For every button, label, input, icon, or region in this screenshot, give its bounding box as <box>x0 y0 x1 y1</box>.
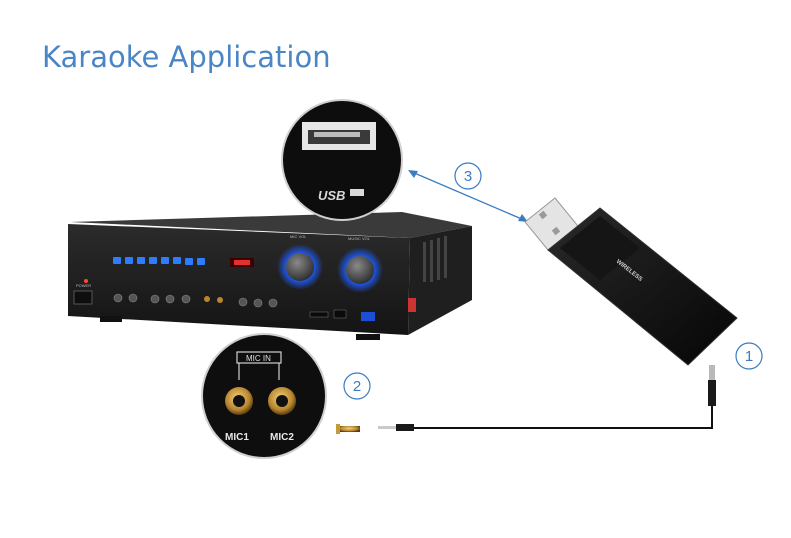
power-label: POWER <box>76 283 91 288</box>
step-3: 3 <box>454 162 482 190</box>
music-vol-label: MUSIC VOL <box>348 236 371 241</box>
svg-text:2: 2 <box>353 378 361 395</box>
step-1: 1 <box>735 342 763 370</box>
svg-text:1: 1 <box>745 348 753 365</box>
mic1-label: MIC1 <box>225 432 249 443</box>
audio-cable <box>336 365 716 434</box>
amplifier: POWER MIC VOL MUSIC VOL <box>68 212 472 340</box>
mic-in-zoom: MIC IN MIC1 MIC2 <box>201 333 327 459</box>
usb-port-zoom: USB <box>281 99 403 221</box>
page-title: Karaoke Application <box>42 40 331 74</box>
connection-arrow <box>408 170 528 222</box>
usb-dongle: WIRELESS <box>524 197 738 366</box>
usb-logo: USB <box>318 188 345 203</box>
mic2-label: MIC2 <box>270 432 294 443</box>
mic-vol-label: MIC VOL <box>290 234 307 239</box>
step-2: 2 <box>343 372 371 400</box>
svg-text:3: 3 <box>464 168 472 185</box>
mic-in-header: MIC IN <box>246 354 271 363</box>
